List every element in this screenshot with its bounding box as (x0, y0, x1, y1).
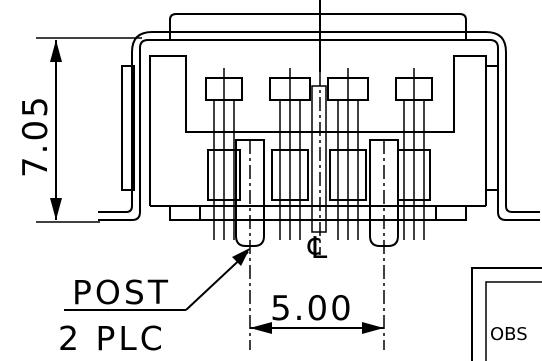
housing-foot-right (435, 205, 467, 221)
post-note-label: POST (72, 273, 171, 312)
post-right (369, 139, 399, 247)
pitch-dimension-label: 5.00 (270, 289, 354, 329)
shell-inner (98, 31, 540, 213)
title-block-inner (485, 281, 542, 361)
inner-housing (149, 55, 487, 206)
contact-group-3 (327, 68, 369, 240)
title-block-outer (471, 267, 542, 361)
post-count-label: 2 PLC (58, 319, 166, 358)
housing-foot-left (169, 205, 201, 221)
height-arrow-top (50, 40, 62, 62)
contact-group-4 (395, 68, 433, 240)
left-side-tab (121, 65, 135, 191)
centerline-symbol: ℄ (307, 231, 327, 266)
title-block-status: OBS (490, 324, 528, 345)
shell-outer (98, 39, 540, 221)
post-leader-arrow (232, 248, 250, 266)
height-dimension-label: 7.05 (16, 94, 56, 178)
top-cover-outline (169, 13, 467, 40)
center-divider (311, 85, 327, 233)
contact-group-1 (205, 68, 243, 240)
pitch-arrow-right (362, 322, 384, 334)
pitch-arrow-left (250, 322, 272, 334)
post-left (235, 139, 265, 247)
right-side-tab (485, 65, 499, 191)
height-arrow-bottom (50, 198, 62, 220)
contact-group-2 (269, 68, 311, 240)
